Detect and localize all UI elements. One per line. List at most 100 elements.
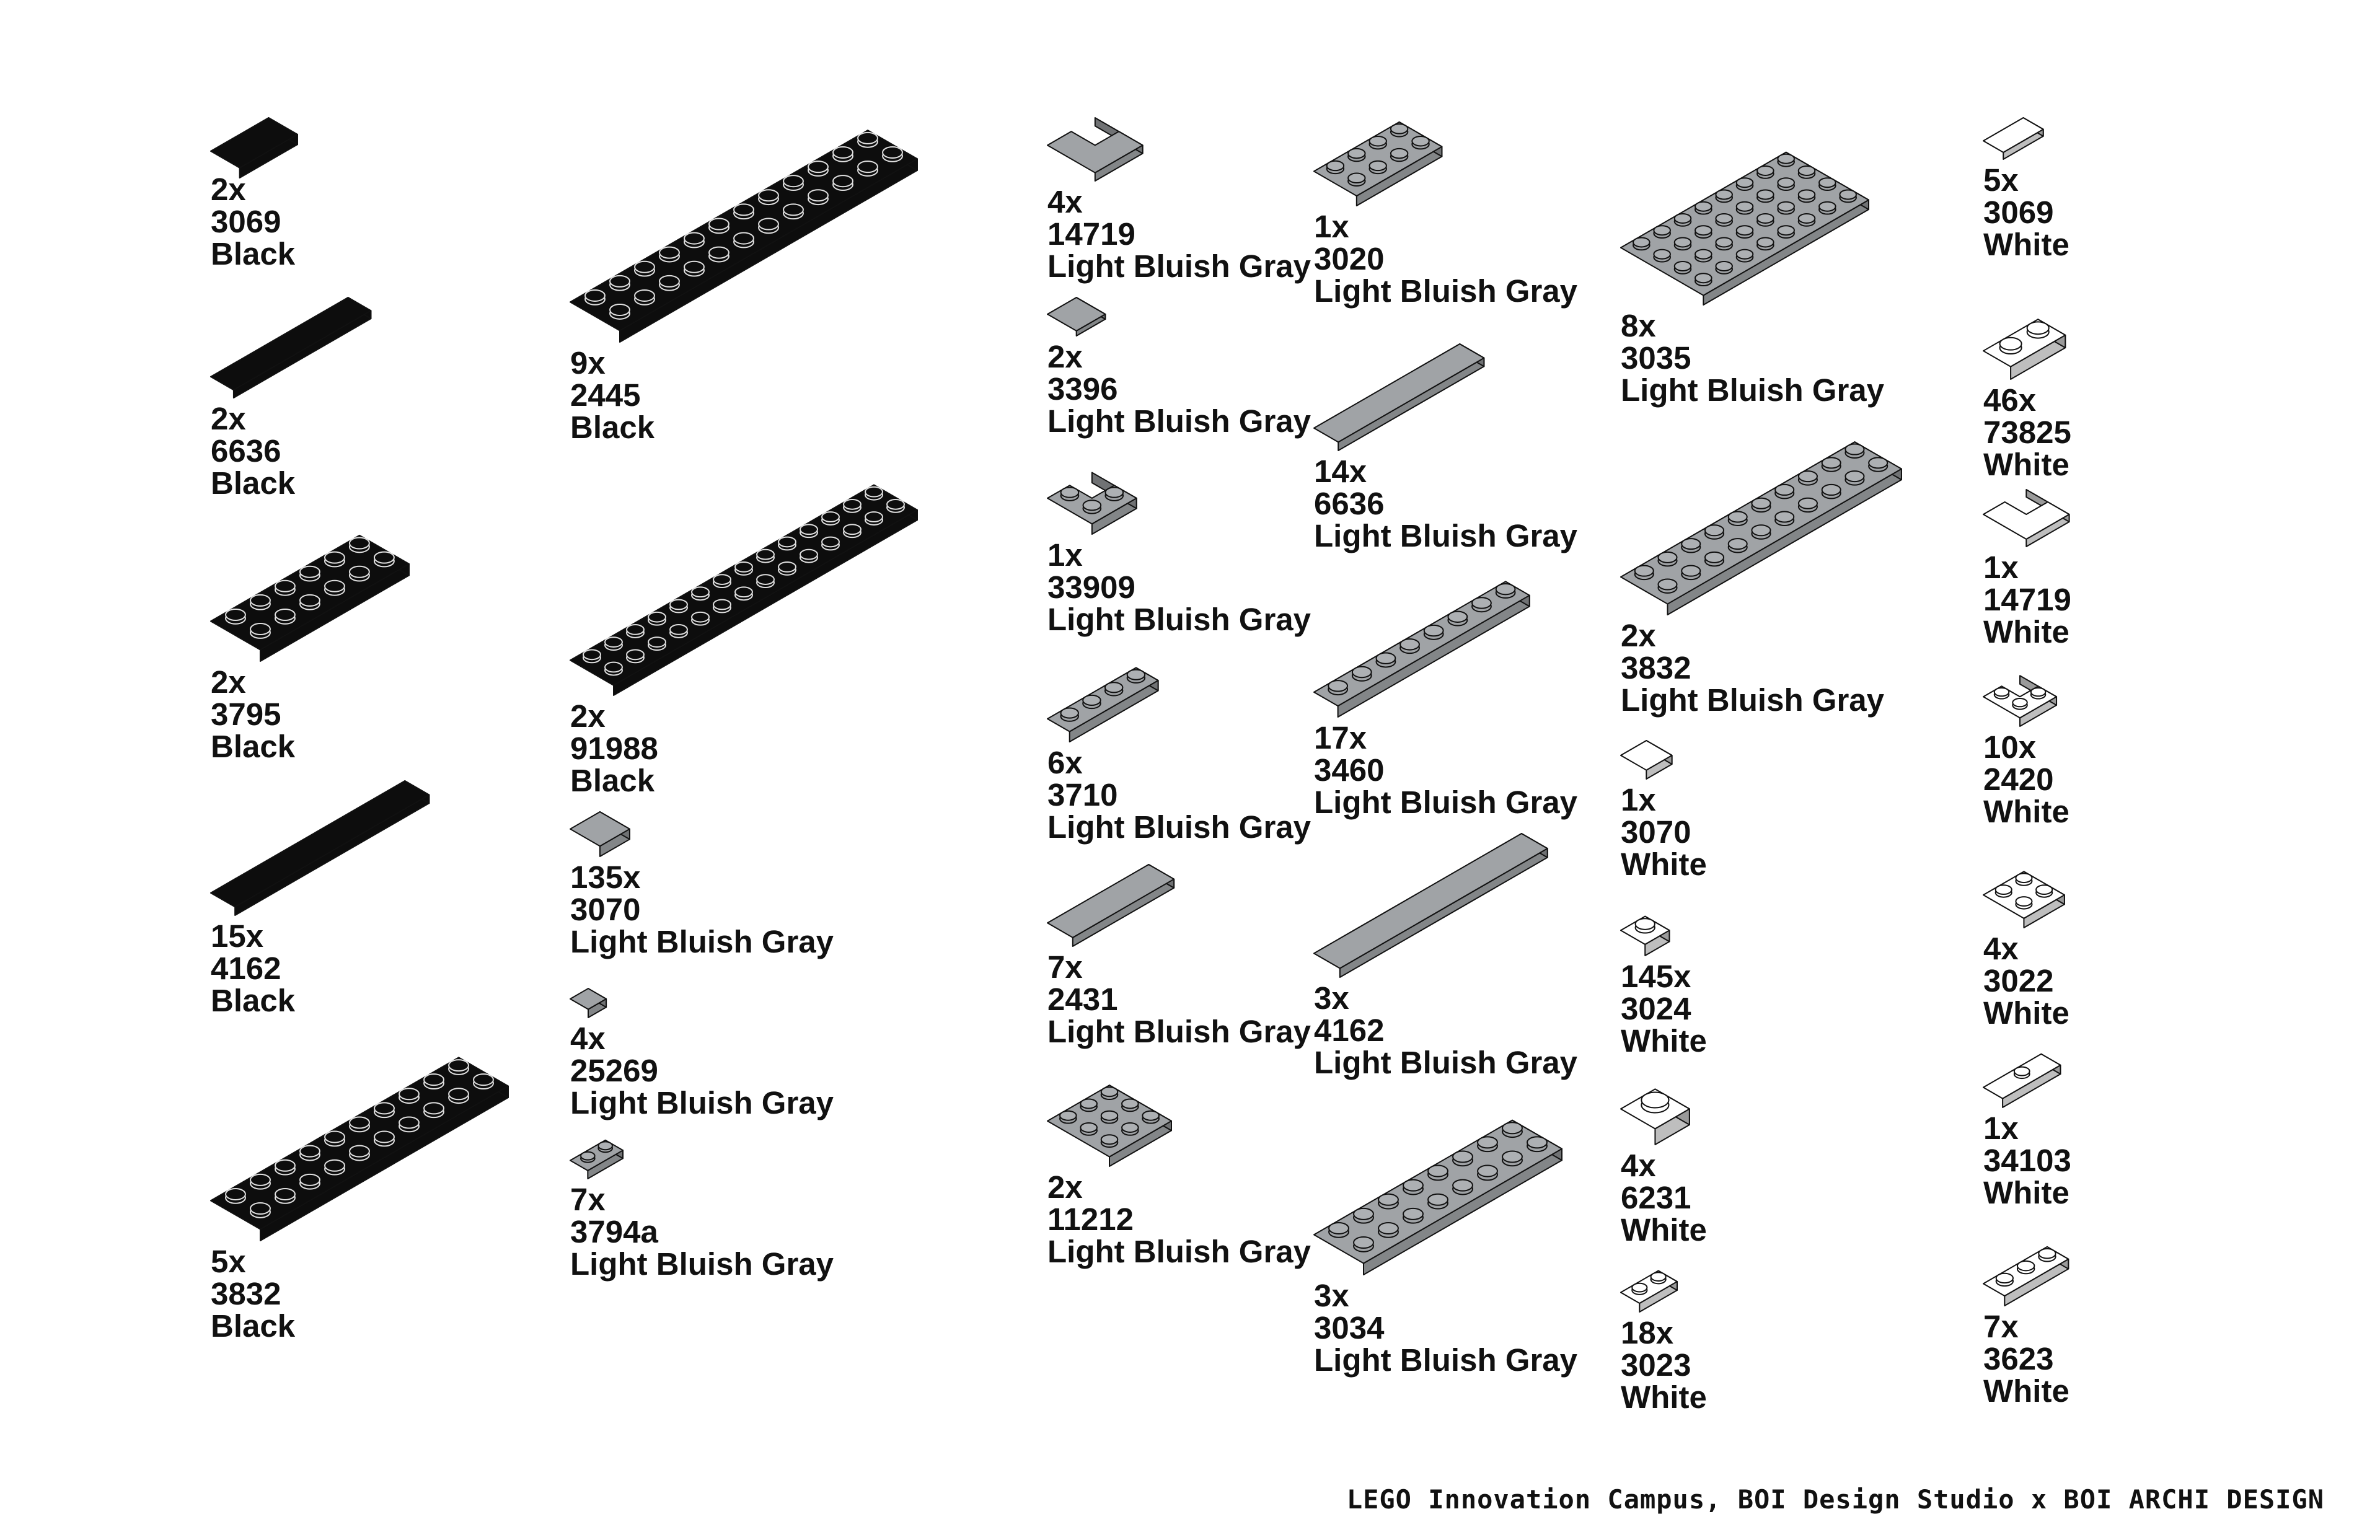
stud: [2012, 698, 2028, 708]
stud: [250, 1173, 271, 1186]
part-color: Light Bluish Gray: [1314, 1045, 1578, 1080]
stud: [1681, 538, 1701, 550]
brick-side: [234, 794, 430, 916]
part-qty: 3x: [1314, 1278, 1349, 1313]
part-color: White: [1983, 614, 2069, 649]
brick-top: [1983, 501, 2070, 540]
part-illustration: [1983, 1053, 2061, 1108]
part-number: 2420: [1983, 762, 2054, 797]
stud: [1756, 213, 1774, 224]
part-color: White: [1983, 447, 2069, 482]
stud: [1378, 1193, 1399, 1206]
stud: [1657, 551, 1678, 563]
stud: [1403, 1179, 1424, 1192]
part-illustration: [570, 988, 607, 1018]
stud: [1673, 237, 1692, 248]
stud: [1818, 201, 1836, 212]
part-color: Light Bluish Gray: [1314, 273, 1578, 309]
part-color: White: [1983, 1373, 2069, 1409]
stud: [1427, 1164, 1448, 1177]
brick-side: [1339, 848, 1548, 978]
stud: [1704, 551, 1725, 563]
brick-top: [570, 484, 918, 686]
part-illustration: [1983, 319, 2066, 380]
part-color: Light Bluish Gray: [570, 1246, 834, 1282]
brick-top: [570, 1139, 624, 1171]
stud: [473, 1073, 494, 1086]
part-number: 91988: [570, 731, 658, 766]
stud: [1634, 565, 1654, 577]
stud: [1423, 624, 1444, 637]
part-illustration: [1620, 740, 1673, 780]
stud: [1326, 160, 1345, 172]
part-illustration: [1983, 1246, 2069, 1306]
part-color: Black: [570, 763, 655, 798]
part-illustration: [1313, 581, 1530, 718]
stud: [1121, 1098, 1139, 1109]
stud: [299, 1173, 320, 1186]
stud: [865, 511, 883, 522]
part-qty: 7x: [1983, 1309, 2019, 1344]
stud: [1715, 213, 1733, 224]
stud: [733, 232, 754, 245]
part-number: 3020: [1314, 241, 1385, 276]
part-qty: 18x: [1621, 1315, 1674, 1350]
stud: [1695, 273, 1712, 284]
stud: [800, 548, 818, 560]
brick-top: [1047, 297, 1106, 332]
part-number: 3069: [211, 204, 281, 239]
stud: [734, 586, 753, 598]
stud: [348, 565, 370, 578]
stud: [2015, 896, 2033, 907]
stud: [1375, 652, 1396, 664]
stud: [349, 1145, 370, 1158]
stud: [1082, 499, 1102, 511]
stud: [275, 1159, 296, 1172]
part-illustration: [1313, 833, 1548, 978]
part-qty: 2x: [211, 172, 246, 207]
part-illustration: [1983, 675, 2058, 727]
part-number: 3623: [1983, 1341, 2054, 1376]
brick-top: [1620, 151, 1869, 296]
stud: [1797, 470, 1818, 483]
part-color: White: [1983, 995, 2069, 1031]
stud: [1411, 135, 1430, 147]
stud: [1653, 249, 1671, 260]
part-number: 33909: [1047, 570, 1135, 605]
stud: [2016, 1260, 2035, 1272]
stud: [1735, 201, 1754, 212]
brick-side: [1337, 594, 1530, 718]
part-number: 3832: [1621, 650, 1691, 685]
part-number: 3794a: [570, 1214, 658, 1249]
brick-top: [570, 988, 607, 1010]
stud: [1797, 189, 1816, 200]
part-color: Black: [211, 236, 296, 271]
stud: [659, 275, 680, 288]
part-qty: 14x: [1314, 454, 1367, 489]
brick-top: [210, 297, 372, 391]
stud: [1477, 1136, 1498, 1149]
stud: [580, 1151, 596, 1161]
stud: [1100, 1110, 1119, 1121]
stud: [1353, 1236, 1374, 1249]
stud: [1751, 497, 1771, 509]
stud: [669, 599, 688, 610]
part-number: 3034: [1314, 1310, 1385, 1345]
part-qty: 3x: [1314, 980, 1349, 1016]
stud: [1994, 884, 2012, 895]
stud: [1126, 669, 1146, 680]
brick-side: [613, 509, 918, 696]
stud: [423, 1073, 444, 1086]
stud: [2038, 1248, 2056, 1259]
stud: [1774, 511, 1795, 523]
part-qty: 135x: [570, 860, 641, 895]
stud: [821, 511, 840, 522]
stud: [808, 189, 829, 202]
part-color: White: [1983, 794, 2069, 829]
stud: [1999, 337, 2022, 351]
part-qty: 4x: [1047, 184, 1083, 219]
